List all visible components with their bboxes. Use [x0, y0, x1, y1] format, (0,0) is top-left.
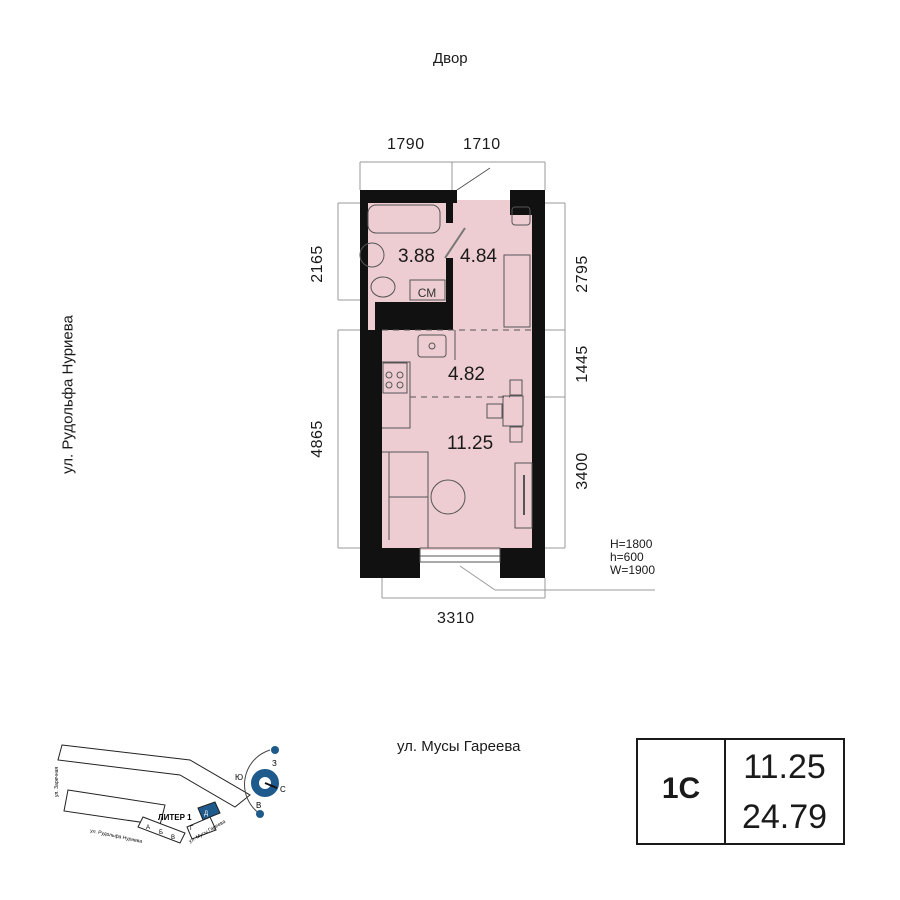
dining-table-icon — [502, 395, 524, 427]
compass-needle — [264, 782, 278, 789]
apartment-type: 1С — [661, 772, 701, 805]
compass-north: С — [280, 785, 286, 794]
stove-icon — [382, 362, 408, 394]
total-area: 24.79 — [741, 798, 828, 836]
bathtub-icon — [367, 204, 441, 234]
dim-right-middle: 1445 — [574, 345, 591, 383]
window-specs: H=1800 h=600 W=1900 — [610, 538, 655, 577]
sun-icon-bottom — [256, 810, 264, 818]
washer-box — [409, 279, 446, 301]
room-area-living: 11.25 — [447, 433, 494, 454]
section-g: Г — [190, 826, 194, 832]
dim-left-top: 2165 — [309, 245, 326, 283]
room-area-hall: 4.84 — [460, 246, 497, 267]
street-bottom-label: ул. Мусы Гареева — [397, 738, 521, 755]
dim-top-left: 1790 — [387, 136, 425, 153]
room-area-bathroom: 3.88 — [398, 246, 435, 267]
toilet-icon — [370, 276, 396, 298]
compass-ring — [251, 769, 279, 797]
section-a: А — [146, 825, 150, 831]
window-width: W=1900 — [610, 563, 656, 577]
window-height: H=1800 — [610, 537, 653, 551]
sofa-icon — [382, 451, 429, 548]
dimension-lines — [337, 161, 655, 599]
dim-right-bottom: 3400 — [574, 452, 591, 490]
minimap-street-2: ул. Рудольфа Нуриева — [90, 828, 143, 845]
section-d: Д — [204, 811, 208, 817]
dim-right-top: 2795 — [574, 255, 591, 293]
compass-east: В — [256, 801, 261, 810]
sink-icon — [359, 242, 385, 268]
compass: З С Ю В — [235, 746, 286, 818]
compass-west: З — [272, 759, 277, 768]
section-v: В — [171, 835, 175, 841]
sun-icon-top — [271, 746, 279, 754]
tv-stand-icon — [514, 462, 533, 529]
dim-left-bottom: 4865 — [309, 420, 326, 458]
minimap-street-1: ул. Заречная — [54, 767, 60, 797]
room-area-kitchen: 4.82 — [448, 364, 485, 385]
living-area: 11.25 — [743, 748, 826, 786]
compass-south: Ю — [235, 773, 243, 782]
window-icon — [419, 547, 501, 563]
dim-top-right: 1710 — [463, 136, 501, 153]
floor-plan: СМ — [337, 161, 655, 599]
round-table-icon — [430, 479, 466, 515]
dim-bottom: 3310 — [437, 610, 475, 627]
minimap-building-label: ЛИТЕР 1 — [158, 813, 192, 822]
fixtures — [359, 167, 533, 563]
apartment-info-box: 1С 11.25 24.79 — [636, 738, 845, 845]
washer-label: СМ — [418, 286, 437, 300]
courtyard-label: Двор — [433, 50, 468, 67]
walls — [360, 190, 545, 578]
wardrobe-icon — [503, 254, 531, 328]
section-b: Б — [159, 830, 163, 836]
active-section-d — [197, 801, 221, 821]
window-sill: h=600 — [610, 550, 644, 564]
site-minimap: ул. Заречная ул. Рудольфа Нуриева ул. Му… — [54, 744, 251, 845]
kitchen-sink-icon — [417, 334, 447, 358]
